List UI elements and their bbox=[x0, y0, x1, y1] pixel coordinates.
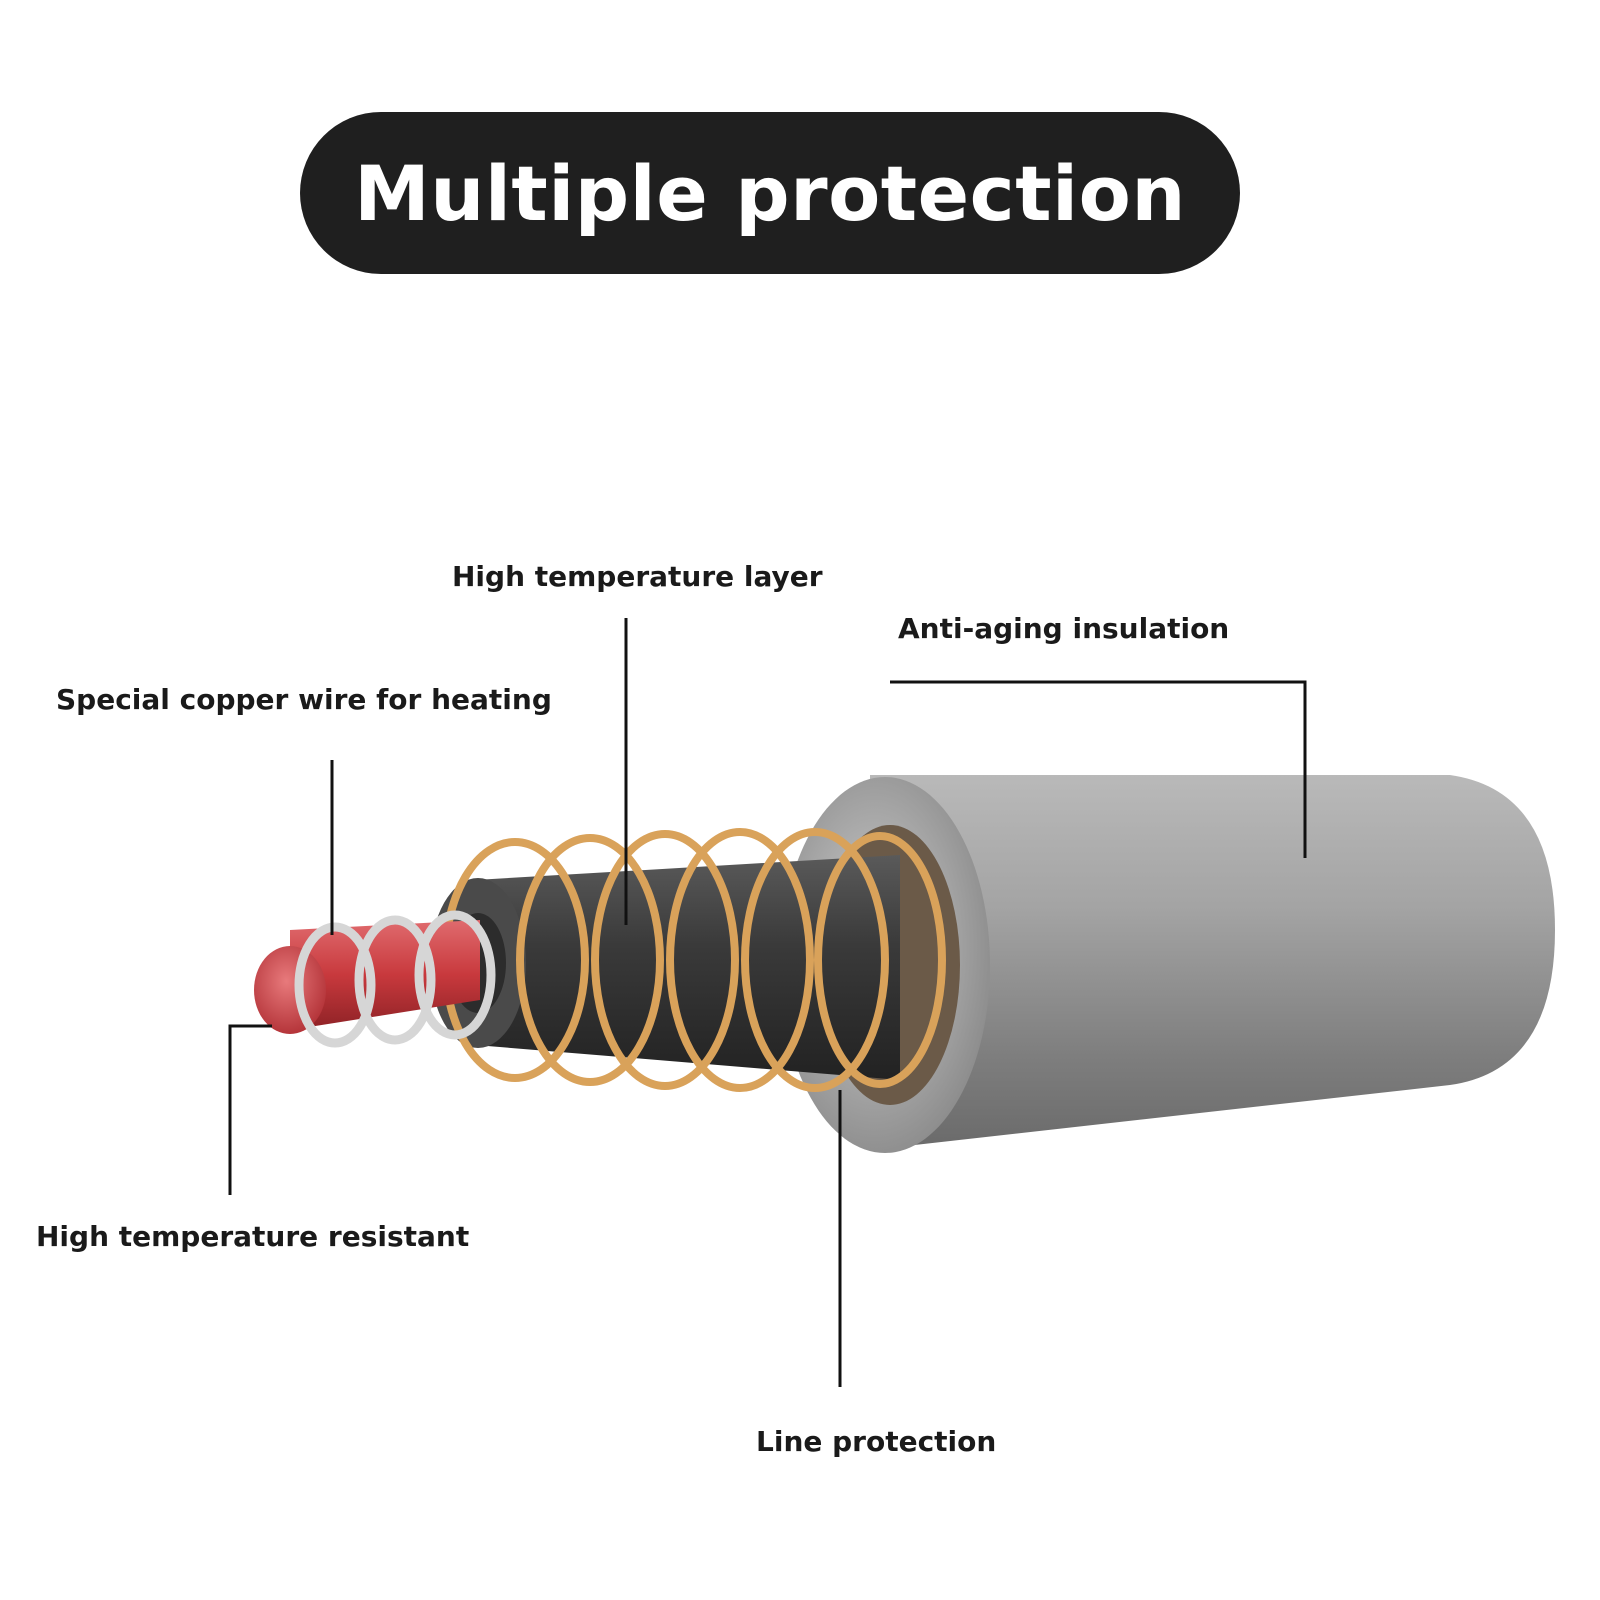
label-high-temperature-layer: High temperature layer bbox=[452, 560, 823, 593]
label-anti-aging-insulation: Anti-aging insulation bbox=[898, 612, 1230, 645]
leader-lines bbox=[228, 618, 1307, 1387]
label-high-temperature-resistant: High temperature resistant bbox=[36, 1220, 470, 1253]
inner-coil bbox=[294, 910, 496, 1048]
title-banner: Multiple protection bbox=[300, 112, 1240, 274]
label-line-protection: Line protection bbox=[756, 1425, 997, 1458]
label-special-copper-wire: Special copper wire for heating bbox=[56, 683, 552, 716]
page-title: Multiple protection bbox=[354, 148, 1186, 238]
copper-coil bbox=[441, 828, 946, 1092]
